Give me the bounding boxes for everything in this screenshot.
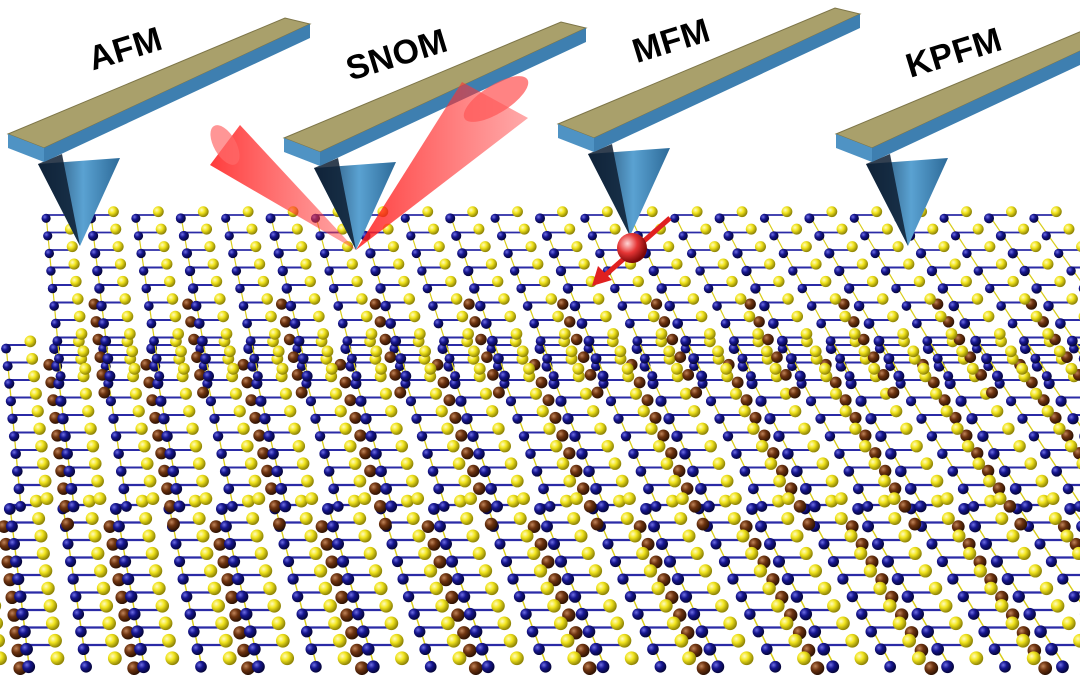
lattice-layer <box>42 206 1080 398</box>
laser-cone-icon <box>204 68 534 250</box>
layered-crystal-lattice <box>0 206 1080 675</box>
lattice-layer <box>1 336 1080 531</box>
cantilever <box>558 8 860 138</box>
